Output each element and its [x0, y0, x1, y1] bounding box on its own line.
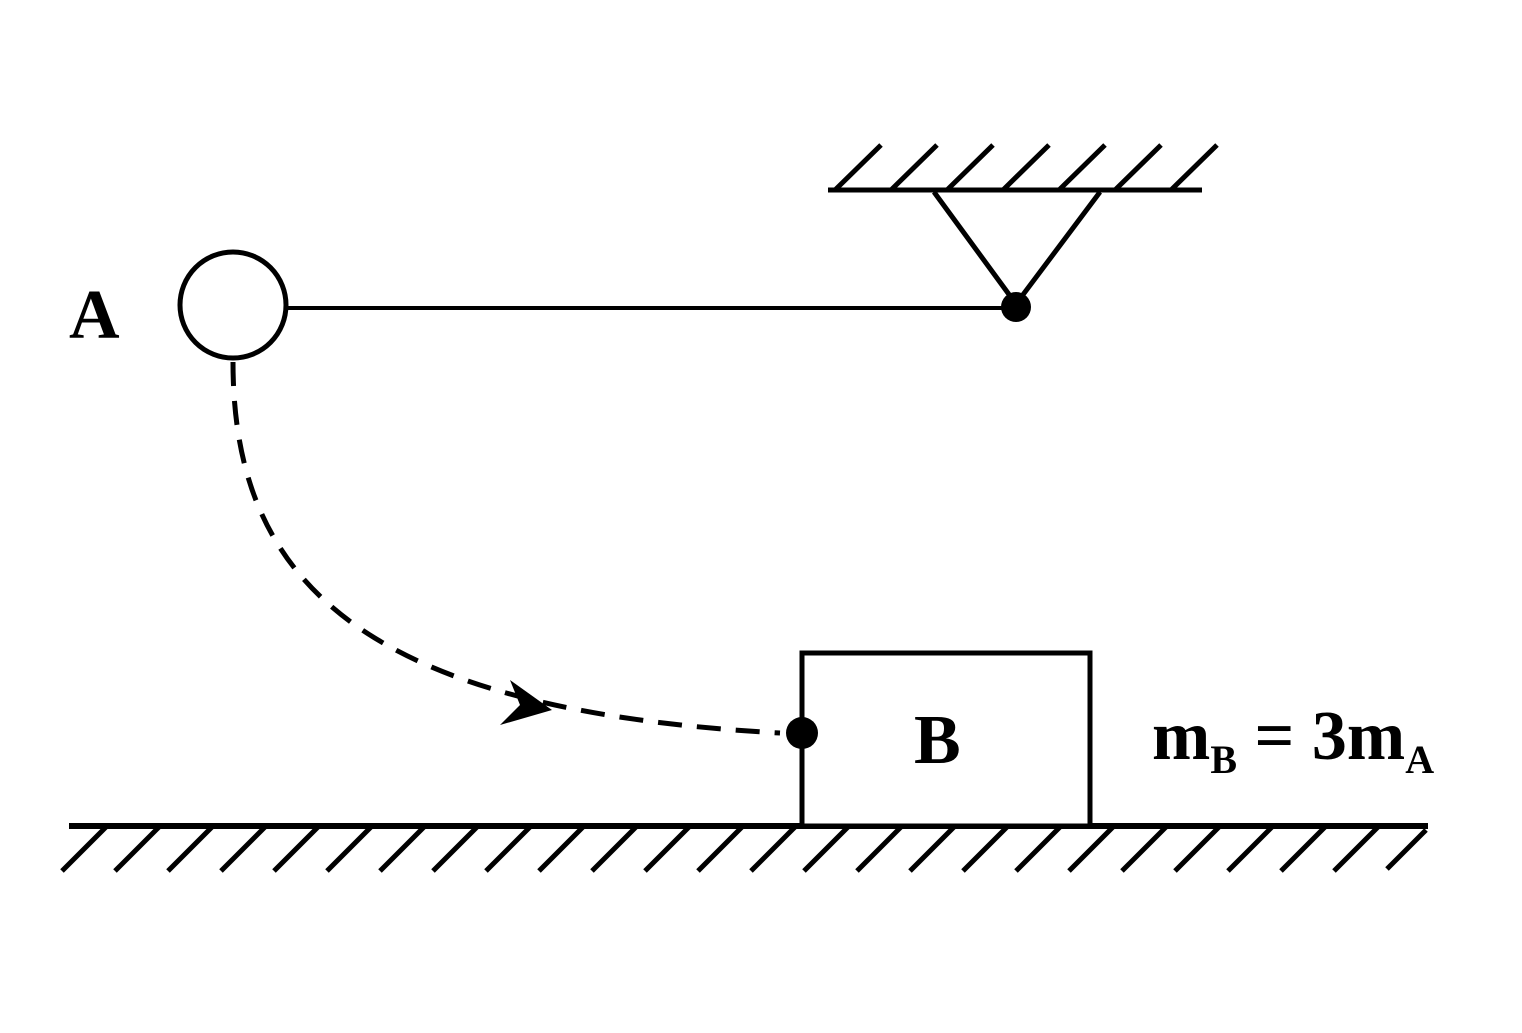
label-b: B: [914, 702, 961, 779]
ceiling: [828, 143, 1219, 309]
ground-hatching: [60, 824, 1428, 873]
equals-three-m: = 3m: [1237, 698, 1405, 775]
pivot-point: [1001, 292, 1031, 322]
label-a: A: [69, 277, 120, 354]
ceiling-hatching: [833, 143, 1219, 192]
subscript-a: A: [1405, 737, 1434, 782]
mass-symbol-b: m: [1152, 698, 1210, 775]
subscript-b: B: [1210, 737, 1237, 782]
pivot-bracket: [931, 190, 1102, 309]
trajectory-arrow: [500, 680, 552, 725]
ground: [60, 823, 1428, 873]
ball-a: [177, 249, 289, 361]
impact-point: [786, 717, 818, 749]
trajectory-path: [230, 361, 781, 736]
block-b: [799, 650, 1093, 829]
mass-relation-label: mB = 3mA: [1152, 698, 1434, 782]
